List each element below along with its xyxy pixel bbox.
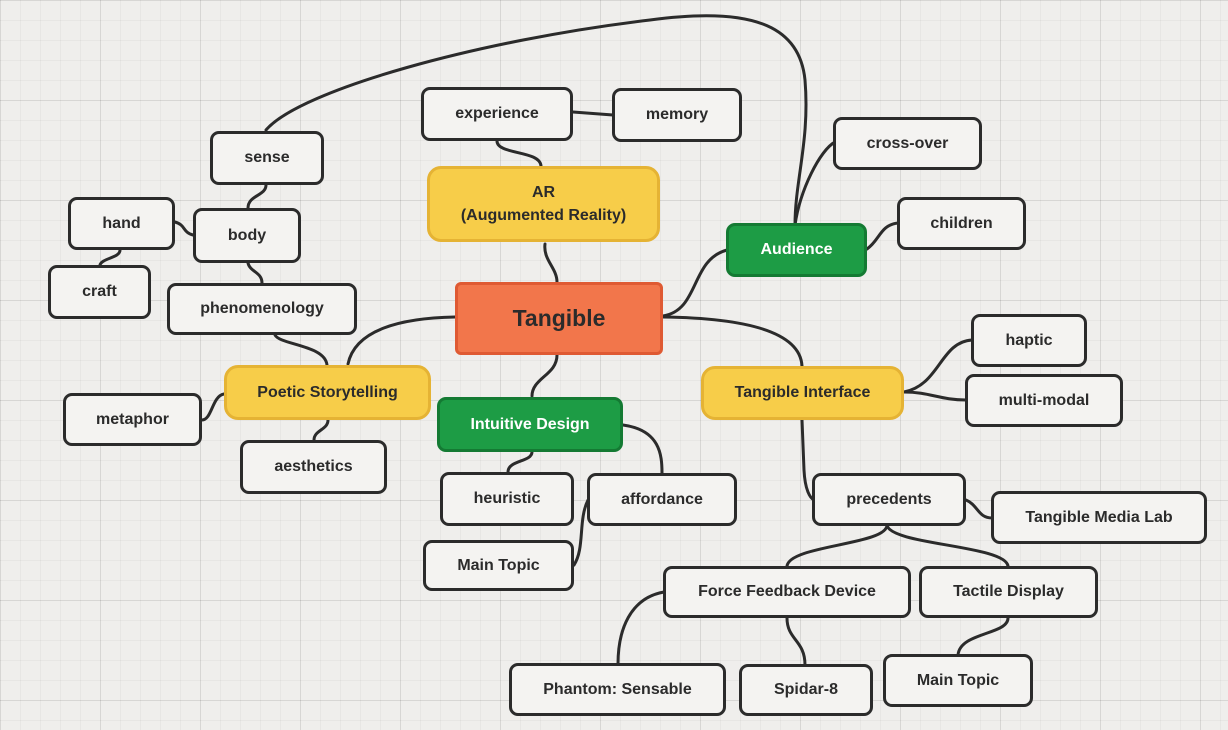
topic-experience-label: experience (455, 105, 539, 123)
branch-audience[interactable]: Audience (726, 223, 867, 277)
link-audience-cross-over (793, 140, 837, 227)
link-affordance-main-topic (572, 498, 590, 567)
topic-spidar-8[interactable]: Spidar-8 (739, 664, 873, 716)
topic-children[interactable]: children (897, 197, 1026, 250)
topic-tactile-display[interactable]: Tactile Display (919, 566, 1098, 618)
link-poetic-phenomenology (273, 333, 329, 367)
link-poetic-metaphor (200, 392, 226, 422)
branch-tangible-interface-label: Tangible Interface (734, 384, 871, 402)
branch-poetic-storytelling[interactable]: Poetic Storytelling (224, 365, 431, 420)
central-topic-tangible[interactable]: Tangible (455, 282, 663, 355)
topic-haptic[interactable]: haptic (971, 314, 1087, 367)
topic-affordance-label: affordance (621, 490, 703, 508)
topic-children-label: children (930, 214, 993, 232)
topic-aesthetics-label: aesthetics (274, 458, 353, 476)
topic-memory[interactable]: memory (612, 88, 742, 142)
topic-metaphor[interactable]: metaphor (63, 393, 202, 446)
branch-ar[interactable]: AR (Augumented Reality) (427, 166, 660, 242)
topic-memory-label: memory (645, 106, 709, 124)
branch-audience-label: Audience (760, 241, 833, 259)
link-body-hand (173, 220, 195, 237)
link-intuitive-heuristic (506, 450, 534, 474)
branch-poetic-label: Poetic Storytelling (257, 383, 398, 401)
central-topic-label: Tangible (512, 304, 606, 331)
topic-spidar-label: Spidar-8 (773, 681, 838, 699)
link-audience-children (865, 221, 900, 251)
topic-tangible-media-lab-label: Tangible Media Lab (1025, 508, 1173, 526)
link-tangible-interface-multimodal (902, 390, 968, 402)
topic-affordance[interactable]: affordance (587, 473, 737, 526)
topic-body-label: body (227, 226, 267, 244)
link-hand-craft (98, 248, 122, 267)
topic-craft[interactable]: craft (48, 265, 151, 319)
topic-aesthetics[interactable]: aesthetics (240, 440, 387, 494)
topic-precedents[interactable]: precedents (812, 473, 966, 526)
link-phenomenology-body (246, 261, 264, 285)
branch-ar-line1: AR (531, 183, 556, 201)
topic-cross-over[interactable]: cross-over (833, 117, 982, 170)
topic-force-feedback-device[interactable]: Force Feedback Device (663, 566, 911, 618)
topic-metaphor-label: metaphor (96, 410, 169, 428)
topic-tactile-display-label: Tactile Display (953, 583, 1064, 601)
topic-force-feedback-label: Force Feedback Device (698, 583, 876, 601)
link-tactile-main-topic (956, 616, 1010, 657)
link-central-tangible-interface (661, 315, 804, 368)
topic-phenomenology[interactable]: phenomenology (167, 283, 357, 335)
topic-multi-modal-label: multi-modal (998, 391, 1090, 409)
topic-heuristic[interactable]: heuristic (440, 472, 574, 526)
topic-experience[interactable]: experience (421, 87, 573, 141)
topic-phenomenology-label: phenomenology (200, 300, 324, 318)
link-precedents-force-feedback (785, 523, 889, 568)
link-experience-memory (571, 110, 615, 117)
topic-heuristic-label: heuristic (473, 490, 541, 508)
topic-tangible-media-lab[interactable]: Tangible Media Lab (991, 491, 1207, 544)
link-poetic-aesthetics (312, 418, 330, 442)
link-central-audience (661, 248, 729, 318)
branch-tangible-interface[interactable]: Tangible Interface (701, 366, 904, 420)
link-precedents-tml (964, 498, 994, 520)
link-force-phantom (616, 590, 666, 666)
topic-hand[interactable]: hand (68, 197, 175, 250)
topic-sense[interactable]: sense (210, 131, 324, 185)
topic-main-topic-2[interactable]: Main Topic (883, 654, 1033, 707)
branch-intuitive-label: Intuitive Design (470, 415, 590, 433)
link-precedents-tactile (885, 523, 1010, 568)
link-ar-experience (495, 139, 543, 168)
topic-hand-label: hand (102, 214, 141, 232)
link-central-intuitive (530, 353, 559, 398)
topic-phantom-label: Phantom: Sensable (543, 680, 692, 698)
topic-haptic-label: haptic (1005, 331, 1053, 349)
link-intuitive-affordance (621, 423, 664, 475)
topic-craft-label: craft (82, 283, 117, 301)
topic-sense-label: sense (244, 149, 290, 167)
topic-main-topic-1-label: Main Topic (457, 556, 540, 574)
topic-main-topic-2-label: Main Topic (916, 671, 1000, 689)
link-force-spidar (785, 616, 807, 667)
link-tangible-interface-haptic (902, 338, 974, 394)
topic-body[interactable]: body (193, 208, 301, 263)
link-central-poetic (346, 315, 457, 366)
topic-precedents-label: precedents (846, 490, 932, 508)
link-central-ar (543, 242, 559, 284)
topic-phantom-sensable[interactable]: Phantom: Sensable (509, 663, 726, 716)
branch-ar-line2: (Augumented Reality) (460, 207, 627, 224)
link-body-sense (246, 183, 268, 210)
topic-cross-over-label: cross-over (866, 134, 949, 152)
branch-intuitive-design[interactable]: Intuitive Design (437, 397, 623, 452)
topic-multi-modal[interactable]: multi-modal (965, 374, 1123, 427)
link-sense-tangible-interface (264, 14, 808, 227)
topic-main-topic-1[interactable]: Main Topic (423, 540, 574, 591)
